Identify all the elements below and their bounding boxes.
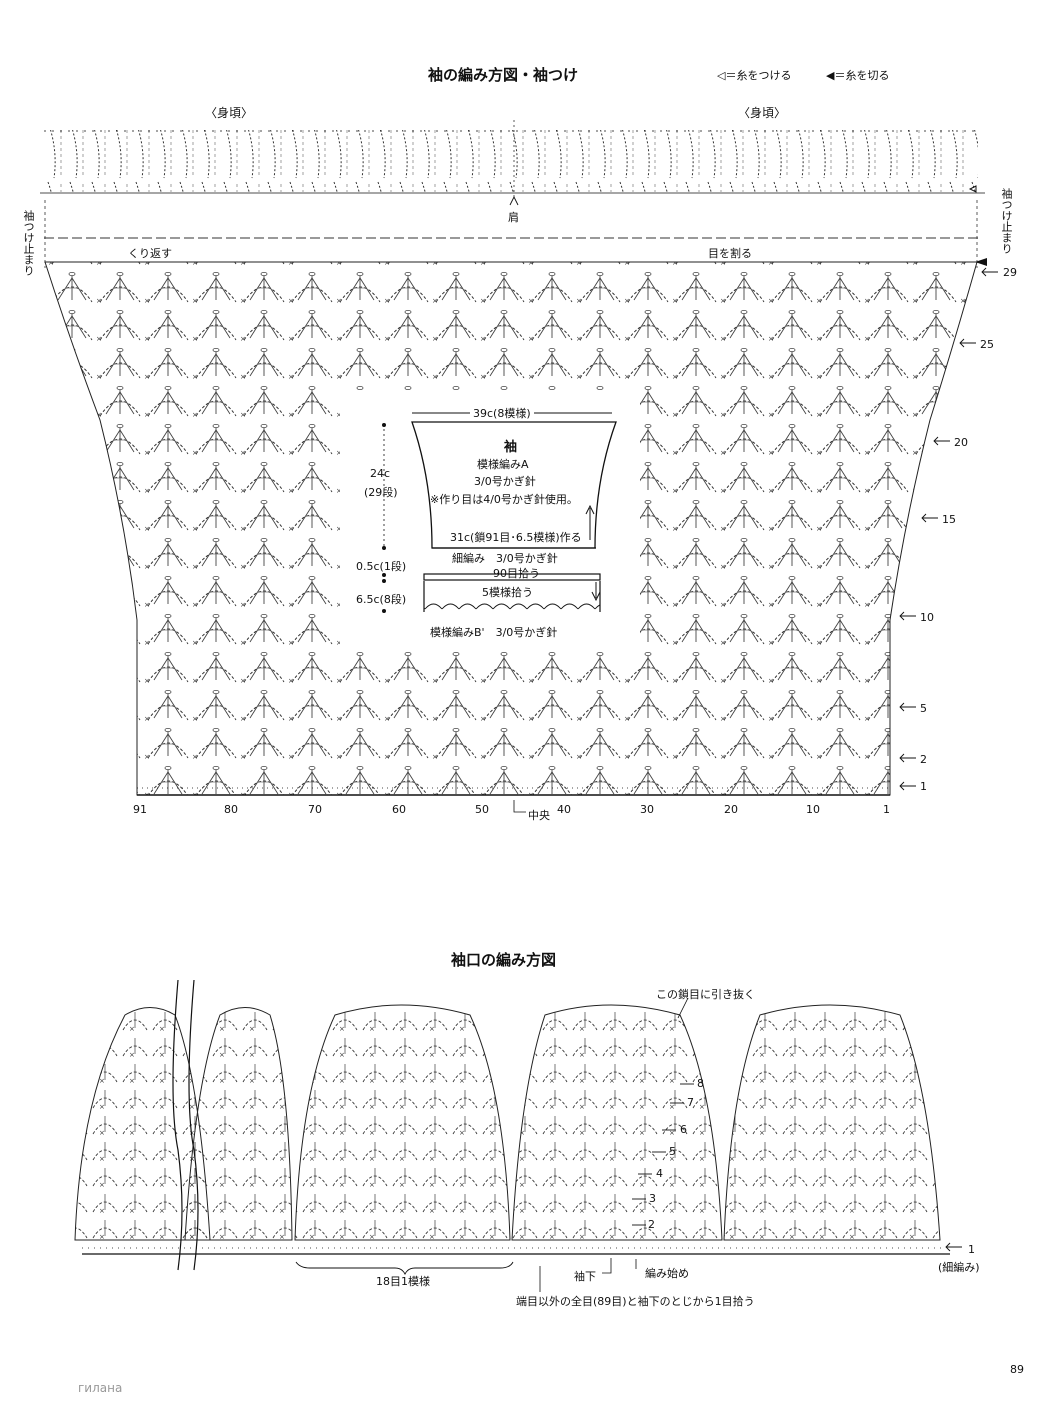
cuff-stitch-chart: × (74, 980, 962, 1292)
repeat-18-label: 18目1模様 (376, 1275, 430, 1288)
sc-band-rect (423, 573, 601, 581)
row-mark-1: 1 (920, 780, 927, 793)
schematic-start-chain: 31c(鎖91目･6.5模様)作る (450, 531, 582, 544)
schematic-note: ※作り目は4/0号かぎ針使用。 (430, 493, 578, 506)
legend-cut-yarn: ◀＝糸を切る (826, 69, 890, 82)
schematic-width-label: 39c(8模様) (470, 405, 534, 421)
legend-attach-yarn: ◁＝糸をつける (717, 69, 792, 82)
schematic-rows-main: (29段) (364, 486, 398, 499)
row-mark-25: 25 (980, 338, 994, 351)
work-direction-up-arrow (585, 504, 595, 540)
center-label: 中央 (528, 809, 550, 822)
stitch-tick-91: 91 (133, 803, 147, 816)
chart-break-line-right (188, 980, 199, 1271)
row-mark-15: 15 (942, 513, 956, 526)
pull-through-label: この鎖目に引き抜く (656, 988, 755, 1001)
row-arrows (899, 267, 998, 791)
stitch-tick-10: 10 (806, 803, 820, 816)
cuff-fan (511, 1004, 723, 1241)
scallop-edge-shape (424, 602, 600, 612)
stitch-tick-50: 50 (475, 803, 489, 816)
cuff-row-arrows (632, 1083, 694, 1226)
stitch-tick-70: 70 (308, 803, 322, 816)
sleeve-stop-guides (44, 200, 978, 268)
cuff-fan (294, 1004, 511, 1241)
row-mark-5: 5 (920, 702, 927, 715)
row-mark-10: 10 (920, 611, 934, 624)
cuff-fan-group (74, 1004, 941, 1241)
yoke-stitch-band (44, 130, 978, 192)
stitch-tick-80: 80 (224, 803, 238, 816)
bodice-label-left: 〈身頃〉 (205, 106, 254, 120)
stitch-tick-20: 20 (724, 803, 738, 816)
sleeve-stop-right-label: 袖つけ止まり (1000, 188, 1013, 254)
schematic-sc-band: 細編み 3/0号かぎ針 (452, 552, 558, 565)
bodice-label-right: 〈身頃〉 (738, 106, 787, 120)
page-number: 89 (1010, 1363, 1024, 1376)
split-stitch-label: 目を割る (708, 247, 752, 260)
center-tick (513, 800, 526, 813)
cuff-row-1-note: (細編み) (938, 1261, 980, 1274)
cuff-fan (184, 1007, 293, 1241)
row-mark-2: 2 (920, 753, 927, 766)
schematic-height-main: 24c (370, 467, 391, 480)
cuff-chart-title: 袖口の編み方図 (451, 951, 557, 969)
stitch-tick-40: 40 (557, 803, 571, 816)
stitch-tick-60: 60 (392, 803, 406, 816)
repeat-bracket (295, 1261, 514, 1276)
schematic-hook-a: 3/0号かぎ針 (474, 475, 536, 488)
underarm-label: 袖下 (574, 1270, 596, 1283)
stitch-tick-30: 30 (640, 803, 654, 816)
schematic-band-height: 0.5c(1段) (356, 560, 407, 573)
schematic-pickup-90: 90目拾う (493, 567, 540, 580)
sleeve-stitch-chart: × (40, 120, 998, 813)
begin-label: 編み始め (645, 1267, 689, 1280)
sleeve-chart-title: 袖の編み方図・袖つけ (428, 66, 579, 84)
cuff-row-1-label: 1 (968, 1243, 975, 1256)
watermark: гилана (78, 1381, 123, 1395)
row-mark-29: 29 (1003, 266, 1017, 279)
work-direction-down-arrow (591, 582, 601, 602)
cuff-fan (723, 1004, 941, 1241)
schematic-edge-height: 6.5c(8段) (356, 593, 407, 606)
row-mark-20: 20 (954, 436, 968, 449)
schematic-pickup-5: 5模様拾う (482, 586, 533, 599)
yarn-attach-marker (968, 185, 977, 193)
shoulder-label: 肩 (508, 211, 519, 224)
yarn-cut-marker (975, 258, 987, 266)
pickup-instruction: 端目以外の全目(89目)と袖下のとじから1目拾う (516, 1295, 755, 1308)
schematic-sleeve-name: 袖 (504, 440, 518, 455)
shoulder-arrow (509, 195, 519, 206)
sleeve-stop-left-label: 袖つけ止まり (22, 210, 35, 276)
schematic-pattern-a: 模様編みA (477, 458, 529, 471)
repeat-label: くり返す (128, 247, 172, 260)
stitch-tick-1: 1 (883, 803, 890, 816)
schematic-pattern-b: 模様編みB' 3/0号かぎ針 (430, 626, 558, 639)
chart-break-line-left (172, 980, 183, 1271)
